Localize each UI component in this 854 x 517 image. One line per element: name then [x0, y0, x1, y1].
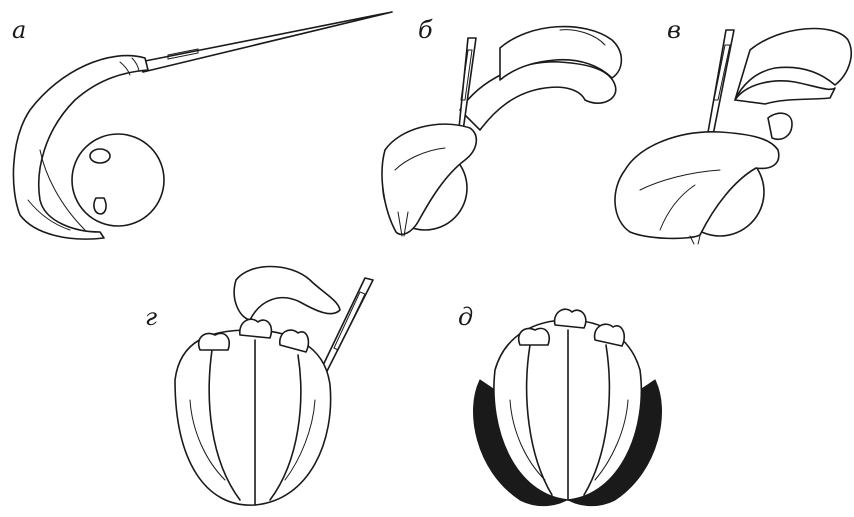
panel-d-drawing	[473, 309, 661, 505]
needle-icon	[707, 30, 734, 140]
panel-label-a: а	[12, 18, 26, 42]
panel-a-drawing	[13, 12, 392, 239]
panel-v-drawing	[615, 29, 851, 244]
ribbon-loop-icon	[735, 29, 851, 104]
needle-icon	[140, 12, 392, 72]
rosebud-icon	[175, 319, 331, 505]
ball-icon	[72, 134, 164, 226]
ribbon-petals-icon	[615, 113, 792, 244]
ribbon-loop-icon	[234, 267, 340, 321]
panel-label-d: д	[458, 305, 473, 329]
panel-label-g: г	[145, 305, 157, 329]
panel-label-v: в	[667, 18, 681, 42]
panel-b-drawing	[382, 27, 621, 236]
rosebud-icon	[473, 309, 661, 505]
panel-label-b: б	[418, 18, 433, 42]
ribbon-loop-icon	[460, 27, 621, 130]
panel-g-drawing	[175, 267, 373, 506]
